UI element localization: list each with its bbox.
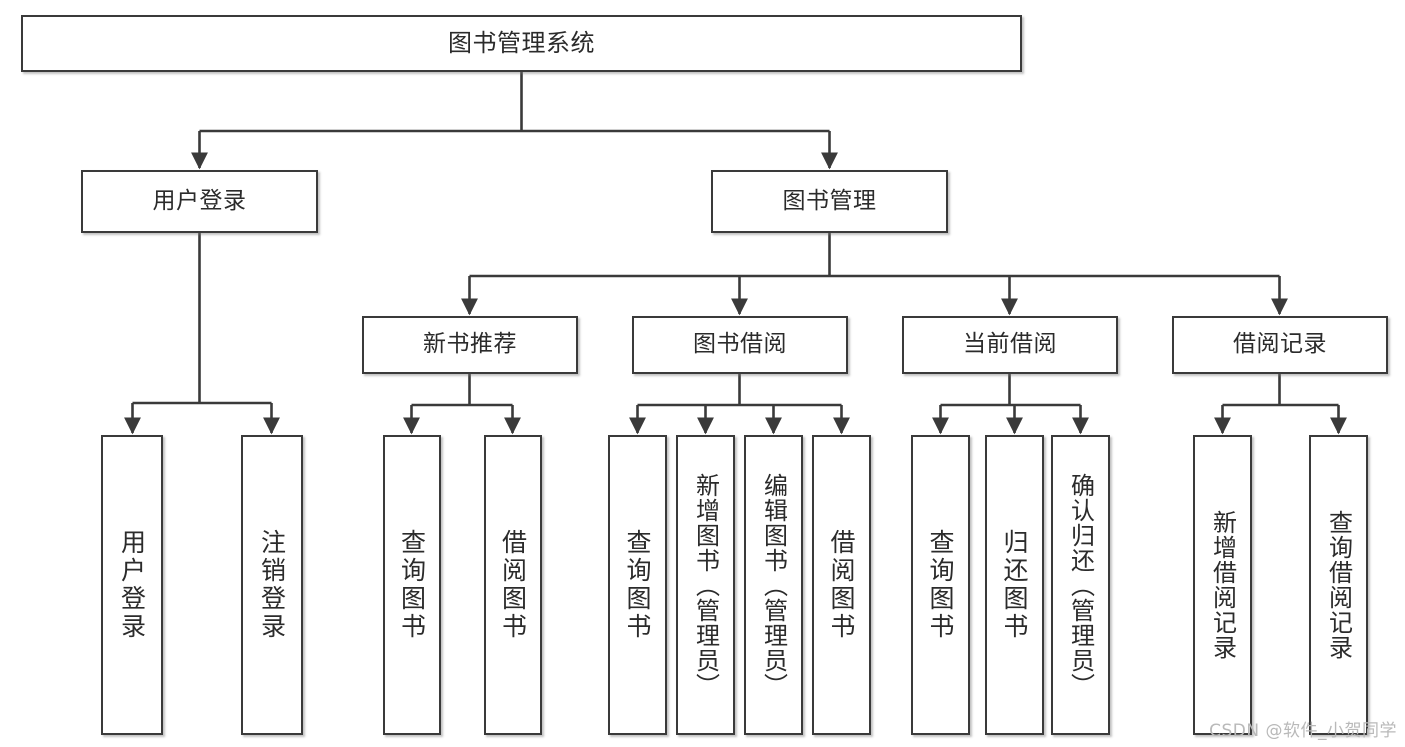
leaf-add-borrow-record-label: 新增借阅记录	[1208, 510, 1237, 660]
node-user-login[interactable]: 用户登录	[81, 170, 318, 233]
leaf-add-book-admin[interactable]: 新增图书（管理员）	[676, 435, 735, 735]
node-new-book-recommend-label: 新书推荐	[423, 331, 517, 358]
leaf-query-book-newbook[interactable]: 查询图书	[383, 435, 441, 735]
leaf-logout[interactable]: 注销登录	[241, 435, 303, 735]
leaf-add-borrow-record[interactable]: 新增借阅记录	[1193, 435, 1252, 735]
node-book-borrow[interactable]: 图书借阅	[632, 316, 848, 374]
node-root-label: 图书管理系统	[448, 29, 595, 58]
leaf-query-borrow-record[interactable]: 查询借阅记录	[1309, 435, 1368, 735]
leaf-return-book-label: 归还图书	[1000, 529, 1029, 641]
node-user-login-label: 用户登录	[152, 187, 247, 214]
leaf-borrow-book-label: 借阅图书	[827, 529, 856, 641]
leaf-edit-book-admin[interactable]: 编辑图书（管理员）	[744, 435, 803, 735]
node-current-borrow-label: 当前借阅	[963, 331, 1057, 358]
leaf-query-book-newbook-label: 查询图书	[397, 529, 427, 641]
watermark-text: CSDN @软件_小贺同学	[1209, 721, 1397, 741]
node-current-borrow[interactable]: 当前借阅	[902, 316, 1118, 374]
leaf-edit-book-admin-label: 编辑图书（管理员）	[759, 472, 788, 698]
leaf-query-book-borrow-label: 查询图书	[623, 529, 652, 641]
node-book-borrow-label: 图书借阅	[693, 331, 787, 358]
leaf-borrow-book-newbook[interactable]: 借阅图书	[484, 435, 542, 735]
node-root[interactable]: 图书管理系统	[21, 15, 1022, 72]
leaf-query-book-current[interactable]: 查询图书	[911, 435, 970, 735]
leaf-confirm-return-admin[interactable]: 确认归还（管理员）	[1051, 435, 1110, 735]
node-book-management-label: 图书管理	[782, 187, 877, 214]
leaf-add-book-admin-label: 新增图书（管理员）	[691, 472, 720, 698]
leaf-borrow-book[interactable]: 借阅图书	[812, 435, 871, 735]
leaf-user-login-label: 用户登录	[117, 529, 147, 641]
node-book-management[interactable]: 图书管理	[711, 170, 948, 233]
leaf-logout-label: 注销登录	[257, 529, 287, 641]
leaf-borrow-book-newbook-label: 借阅图书	[498, 529, 528, 641]
leaf-query-book-current-label: 查询图书	[926, 529, 955, 641]
node-borrow-record[interactable]: 借阅记录	[1172, 316, 1388, 374]
node-new-book-recommend[interactable]: 新书推荐	[362, 316, 578, 374]
leaf-user-login[interactable]: 用户登录	[101, 435, 163, 735]
node-borrow-record-label: 借阅记录	[1233, 331, 1327, 358]
leaf-query-borrow-record-label: 查询借阅记录	[1324, 510, 1353, 660]
leaf-return-book[interactable]: 归还图书	[985, 435, 1044, 735]
leaf-confirm-return-admin-label: 确认归还（管理员）	[1066, 472, 1095, 698]
leaf-query-book-borrow[interactable]: 查询图书	[608, 435, 667, 735]
